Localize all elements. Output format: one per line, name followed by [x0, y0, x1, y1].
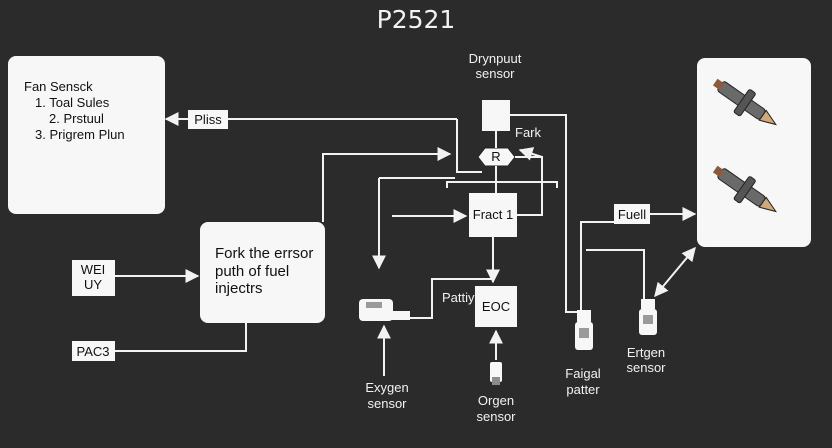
drynpuut-sensor-box [482, 100, 510, 131]
ertgen-sensor-label: sensor [626, 360, 666, 375]
fuel-injector-icon [712, 165, 778, 213]
eoc-box [475, 286, 517, 327]
faigal-sensor-icon [575, 310, 593, 350]
injector-panel [697, 58, 811, 247]
fork-line-2: puth of fuel [215, 263, 289, 280]
fork-line-3: injectrs [215, 280, 263, 297]
info-box: Fan Sensck 1. Toal Sules 2. Prstuul 3. P… [8, 56, 165, 214]
fract-box [469, 193, 517, 237]
pliss-label: Pliss [194, 112, 222, 127]
exygen-sensor-label: sensor [367, 396, 407, 411]
fuell-box [614, 204, 650, 224]
fork-box: Fork the errsor puth of fuel injectrs [200, 222, 325, 323]
pac3-box [72, 341, 115, 361]
exygen-label: Exygen [365, 380, 408, 395]
orgen-sensor-label: sensor [476, 409, 516, 424]
diagram-title: P2521 [377, 5, 456, 34]
connection-wires [115, 112, 697, 376]
uy-label: UY [84, 277, 102, 292]
pattiy-label: Pattiy [442, 290, 475, 305]
orgen-sensor-icon [490, 362, 502, 385]
orgen-label: Orgen [478, 393, 514, 408]
fuell-label: Fuell [618, 207, 646, 222]
wei-label: WEI [81, 262, 106, 277]
drynpuut-sensor-label: sensor [475, 66, 515, 81]
eoc-label: EOC [482, 299, 510, 314]
fark-component-label: R [491, 149, 500, 164]
info-box-item: 2. Prstuul [49, 111, 104, 126]
faigal-label: Faigal [565, 366, 601, 381]
fark-label: Fark [515, 125, 542, 140]
exygen-sensor-icon [359, 299, 410, 321]
fark-component: R [477, 147, 516, 167]
faigal-patter-label: patter [566, 382, 600, 397]
fork-line-1: Fork the errsor [215, 245, 313, 262]
fract-label: Fract 1 [473, 207, 513, 222]
pac3-label: PAC3 [77, 344, 110, 359]
info-box-heading: Fan Sensck [24, 79, 93, 94]
drynpuut-label: Drynpuut [469, 51, 522, 66]
ertgen-sensor-icon [639, 299, 657, 335]
info-box-item: 3. Prigrem Plun [35, 127, 125, 142]
info-box-item: 1. Toal Sules [35, 95, 110, 110]
fuel-injector-icon [712, 78, 778, 126]
wei-uy-box [72, 260, 115, 296]
pliss-box [188, 110, 228, 129]
ertgen-label: Ertgen [627, 345, 665, 360]
